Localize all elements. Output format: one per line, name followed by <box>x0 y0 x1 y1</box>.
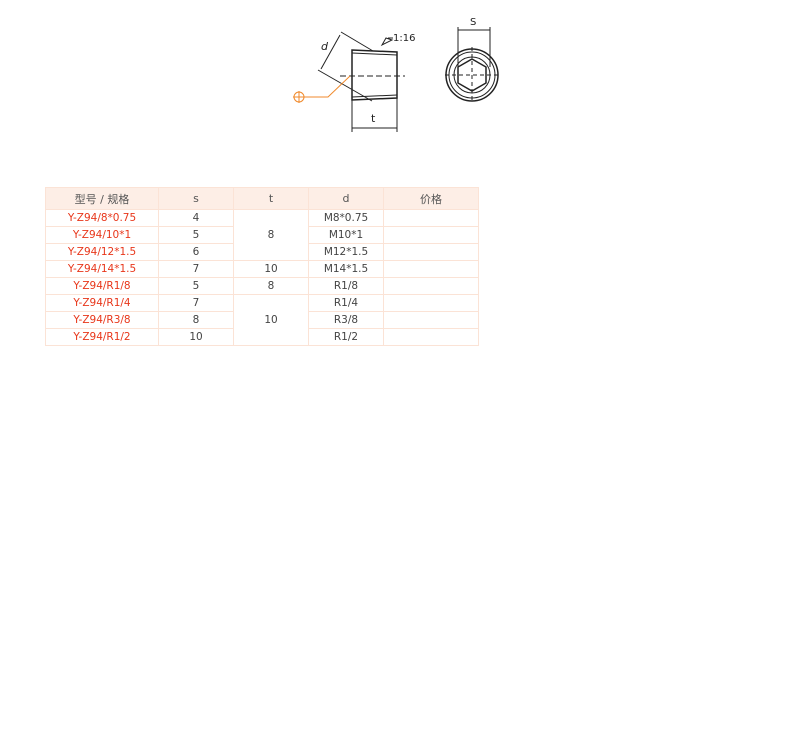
d-cell: M10*1 <box>308 226 384 244</box>
s-cell: 5 <box>158 277 234 295</box>
price-cell <box>383 243 479 261</box>
price-cell <box>383 226 479 244</box>
label-t: t <box>371 112 376 125</box>
header-price: 价格 <box>383 187 479 210</box>
t-cell: 8 <box>233 277 309 295</box>
model-cell[interactable]: Y-Z94/14*1.5 <box>45 260 159 278</box>
plug-side-view <box>351 49 398 101</box>
s-cell: 7 <box>158 260 234 278</box>
label-s: S <box>470 17 476 28</box>
d-cell: R1/4 <box>308 294 384 312</box>
s-cell: 10 <box>158 328 234 346</box>
price-cell <box>383 277 479 295</box>
d-cell: M14*1.5 <box>308 260 384 278</box>
model-cell[interactable]: Y-Z94/R1/4 <box>45 294 159 312</box>
s-cell: 6 <box>158 243 234 261</box>
model-cell[interactable]: Y-Z94/10*1 <box>45 226 159 244</box>
t-cell: 10 <box>233 294 309 346</box>
model-cell[interactable]: Y-Z94/R3/8 <box>45 311 159 329</box>
d-cell: R3/8 <box>308 311 384 329</box>
header-t: t <box>233 187 309 210</box>
price-cell <box>383 294 479 312</box>
d-cell: R1/8 <box>308 277 384 295</box>
label-taper: 1:16 <box>393 33 415 44</box>
price-cell <box>383 209 479 227</box>
price-cell <box>383 311 479 329</box>
s-cell: 8 <box>158 311 234 329</box>
s-cell: 5 <box>158 226 234 244</box>
model-cell[interactable]: Y-Z94/8*0.75 <box>45 209 159 227</box>
price-cell <box>383 328 479 346</box>
t-cell: 10 <box>233 260 309 278</box>
technical-drawing: d 1:16 t S <box>293 17 499 132</box>
table-header-row: 型号 / 规格 s t d 价格 <box>45 187 479 210</box>
d-cell: M12*1.5 <box>308 243 384 261</box>
label-d: d <box>321 40 329 53</box>
header-s: s <box>158 187 234 210</box>
model-cell[interactable]: Y-Z94/R1/8 <box>45 277 159 295</box>
d-cell: R1/2 <box>308 328 384 346</box>
header-d: d <box>308 187 384 210</box>
price-cell <box>383 260 479 278</box>
model-cell[interactable]: Y-Z94/12*1.5 <box>45 243 159 261</box>
t-cell: 8 <box>233 209 309 261</box>
d-cell: M8*0.75 <box>308 209 384 227</box>
surface-callout <box>293 75 351 103</box>
s-cell: 7 <box>158 294 234 312</box>
model-cell[interactable]: Y-Z94/R1/2 <box>45 328 159 346</box>
header-model: 型号 / 规格 <box>45 187 159 210</box>
s-cell: 4 <box>158 209 234 227</box>
